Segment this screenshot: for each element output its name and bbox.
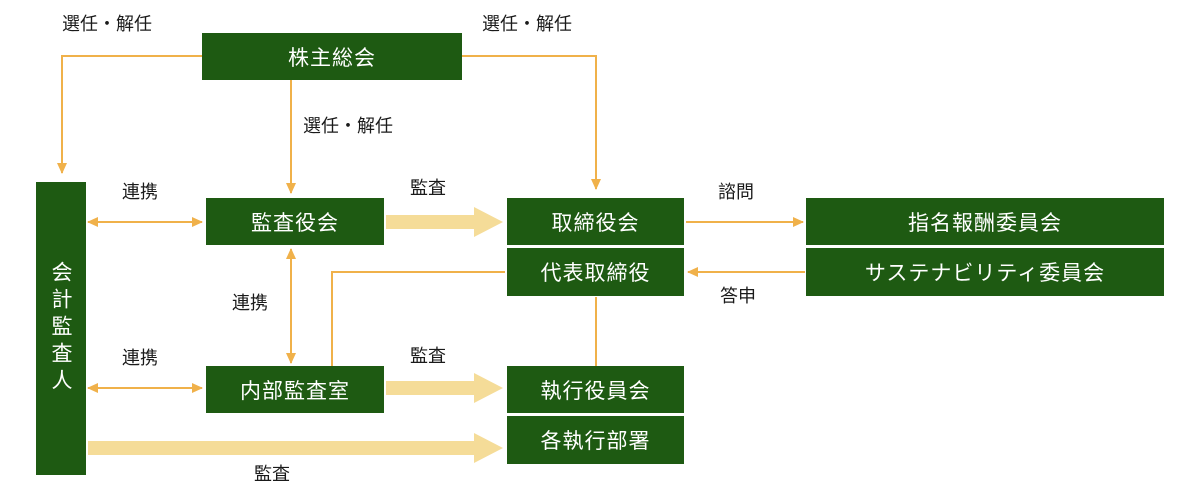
- coordination-label-audit-board: 連携: [122, 182, 158, 203]
- executive-officers-meeting-box: 執行役員会: [507, 366, 684, 413]
- audit-label-executives: 監査: [410, 346, 446, 367]
- appoint-dismiss-auditor-arrow: [57, 55, 202, 174]
- audit-to-departments-arrow: [88, 433, 503, 463]
- shareholders-meeting-box: 株主総会: [202, 33, 462, 80]
- report-label: 答申: [720, 286, 756, 307]
- board-of-directors-box: 取締役会: [507, 198, 684, 245]
- sustainability-committee-box: サステナビリティ委員会: [806, 248, 1164, 296]
- consultation-label: 諮問: [718, 182, 754, 203]
- audit-to-board-arrow: [386, 207, 503, 237]
- appoint-dismiss-board-arrow: [462, 55, 601, 190]
- appoint-dismiss-label-left: 選任・解任: [62, 14, 152, 35]
- audit-label-board: 監査: [410, 178, 446, 199]
- appoint-dismiss-label-right: 選任・解任: [482, 14, 572, 35]
- each-executive-department-box: 各執行部署: [507, 416, 684, 464]
- audit-to-executives-arrow: [386, 373, 503, 403]
- representative-internal-audit-line: [331, 271, 505, 366]
- representative-director-box: 代表取締役: [507, 248, 684, 296]
- nomination-compensation-committee-box: 指名報酬委員会: [806, 198, 1164, 245]
- coordination-label-internal: 連携: [122, 348, 158, 369]
- internal-audit-office-box: 内部監査室: [206, 366, 384, 413]
- appoint-dismiss-label-center: 選任・解任: [303, 116, 393, 137]
- accounting-auditor-box: 会計監査人: [36, 182, 86, 475]
- audit-board-box: 監査役会: [206, 198, 384, 245]
- coordination-label-vertical: 連携: [232, 293, 268, 314]
- audit-label-bottom: 監査: [254, 464, 290, 485]
